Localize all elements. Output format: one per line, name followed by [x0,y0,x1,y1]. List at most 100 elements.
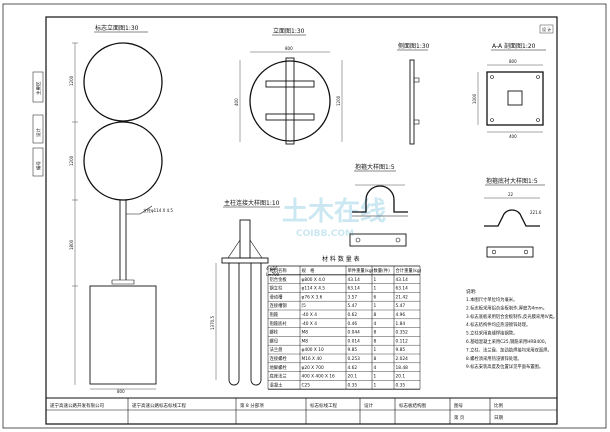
materials-cell: 1 [374,374,377,380]
note-item: 3.标志底板采用铝合金板制作,反光膜采用IV类。 [466,313,557,320]
note-item: 1.本图尺寸单位均为毫米。 [466,296,517,303]
side-tab-3: 编号 [35,161,42,170]
materials-cell: 1 [374,382,377,388]
title-design-label: 设计 [364,402,373,409]
materials-cell: -40 X 4 [302,312,318,318]
materials-cell: 底座法兰 [270,373,288,380]
title-sheet: 第 页 [454,414,465,421]
materials-header-3: 数量(件) [374,267,391,274]
materials-cell: 1 [374,303,377,309]
materials-cell: 0.112 [396,338,409,344]
elevation-title: 立面图1:30 [273,27,305,35]
elevation-rail-top [265,80,315,88]
materials-cell: 18.48 [396,365,409,371]
materials-header-2: 单件重量(kg) [348,267,374,274]
clamp-detail: 抱箍大样图1:5 [349,163,408,247]
materials-cell: 0.044 [348,330,361,336]
title-stage: 第 8 分部项 [240,402,264,409]
watermark-en: COIBB.COM [296,229,354,239]
materials-cell: 43.14 [348,277,361,283]
materials-cell: φ400 X 10 [302,347,324,353]
front-foundation [89,285,157,385]
clamp-band [352,185,408,213]
materials-table: 材 料 数 量 表 材料名称规 格单件重量(kg)数量(件)合计重量(kg)铝合… [267,255,422,390]
materials-cell: 螺栓 [270,329,279,336]
materials-cell: 1 [374,347,377,353]
materials-cell: 钢立柱 [270,285,284,292]
watermark-cn: 土木在线 [282,197,386,227]
joint-detail: 主柱连接大样图1:10 4-φ16 L=700 1370.5 [210,199,280,386]
materials-cell: 63.14 [396,286,409,292]
front-clamp-leader [126,205,153,215]
materials-cell: 法兰盘 [270,346,284,353]
materials-cell: 4.62 [348,365,358,371]
side-tab-2: 设计 [35,128,42,137]
elevation-rail-bottom [265,113,315,121]
materials-cell: 抱箍 [270,311,279,318]
title-block: 遂宁高速公路开发有限公司 遂宁高速公路标志标线工程 第 8 分部项 标志标线工程… [46,397,557,424]
materials-title: 材 料 数 量 表 [322,255,360,263]
side-view: 侧面图1:30 [397,42,430,145]
materials-cell: 4 [374,365,377,371]
bracket-plan [486,246,534,258]
note-item: 4.标志结构件均应热浸镀锌处理。 [466,321,530,328]
section-view: A-A 剖面图1:20 800 400 1000 [472,42,546,139]
note-item: 7.立柱、法兰盘、加劲肋焊接均采用双面焊。 [466,346,552,353]
materials-cell: 0.46 [348,321,358,327]
materials-cell: M8 [302,338,309,344]
materials-cell: 铝合金板 [270,276,288,283]
note-item: 9.标志安装高度及位置详见平面布置图。 [466,363,543,370]
materials-cell: 9.85 [348,347,358,353]
materials-cell: 抱箍底衬 [270,320,288,327]
section-title: A-A 剖面图1:20 [492,42,536,50]
front-sign-disc-bottom [83,121,163,201]
note-item: 6.基础混凝土采用C25,钢筋采用HRB400。 [466,338,549,345]
materials-cell: 4 [374,321,377,327]
note-item: 2.标志板采用铝合金板制作,厚度为4mm。 [466,304,547,311]
materials-cell: [5 [302,303,307,309]
front-clamp-label: 立柱φ114 X 4.5 [143,207,173,213]
sheet-outer-border [2,3,607,429]
materials-cell: 0.62 [348,312,358,318]
front-dim-1: 1200 [69,75,74,86]
materials-header-0: 材料名称 [270,267,288,274]
watermark: 土木在线 COIBB.COM [282,197,386,239]
bracket-dim-side: 221.6 [530,210,542,215]
elevation-disc [249,60,331,142]
joint-dim-bolts: 4-φ16 [266,266,278,271]
title-date: 日期 [494,415,503,421]
materials-cell: φ76 X 3.6 [302,294,323,300]
front-dim-3: 1800 [69,239,74,250]
title-scale: 比例 [494,402,503,409]
side-plate [409,59,415,145]
joint-flange [221,257,269,264]
materials-cell: 0.253 [348,356,361,362]
notes-list: 1.本图尺寸单位均为毫米。2.标志板采用铝合金板制作,厚度为4mm。 3.标志底板… [466,296,557,370]
materials-header-1: 规 格 [302,267,316,274]
materials-cell: 8 [374,330,377,336]
section-dim-top: 800 [509,59,517,64]
materials-cell: 1 [374,286,377,292]
notes-title: 说明: [466,288,477,295]
title-company: 遂宁高速公路开发有限公司 [50,402,104,409]
bracket-title: 抱箍底衬大样图1:5 [486,177,538,185]
front-view: 标志立面图1:30 立柱φ114 X 4.5 1200 1200 1800 80… [69,24,173,394]
materials-cell: 2.024 [396,356,409,362]
elevation-dim-width: 800 [285,46,293,51]
bracket-dim-top: 22 [508,192,514,197]
materials-cell: 5.47 [396,303,406,309]
materials-cell: 9.85 [396,347,406,353]
title-drawing-name: 标志板结构图 [399,402,426,409]
title-project: 遂宁高速公路标志标线工程 [132,402,186,409]
materials-cell: φ800 X 4.0 [302,277,326,283]
section-dim-left: 1000 [472,93,477,104]
side-tab-1: 主要区 [35,81,42,95]
materials-cell: 混凝土 [270,381,284,388]
materials-cell: 20.1 [396,374,406,380]
corner-tag: 设 计 [539,24,554,34]
clamp-title: 抱箍大样图1:5 [355,163,395,171]
title-drawing: 标志标线工程 [310,402,337,409]
section-post-box [507,90,523,106]
